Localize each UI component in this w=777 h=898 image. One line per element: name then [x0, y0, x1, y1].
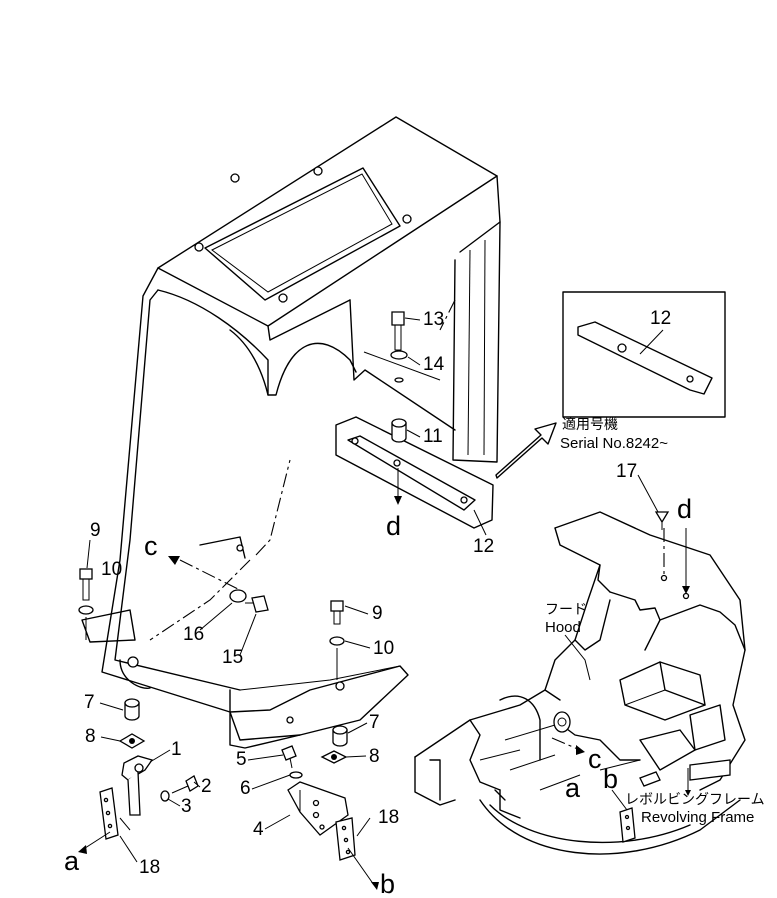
- ref-c-right: c: [588, 744, 602, 774]
- part-number-14: 14: [423, 354, 445, 375]
- lower-left-parts: [78, 698, 199, 854]
- serial-label-jp: 適用号機: [562, 416, 618, 433]
- part-numbers: 1 2 3 4 5 6 7 7 8 8 9 9 10 10 11 12 12 1…: [84, 308, 671, 878]
- part-number-12-inset: 12: [650, 308, 671, 329]
- hood-label-jp: フード: [545, 602, 587, 618]
- reference-letters: a a b b c c d d: [64, 494, 692, 898]
- canopy-frame: [81, 116, 501, 749]
- part-number-7-left: 7: [84, 692, 95, 713]
- hood-label: Hood: [545, 619, 581, 636]
- part-number-1: 1: [171, 739, 182, 760]
- revolving-frame: [414, 511, 746, 855]
- ref-d-right: d: [677, 494, 692, 524]
- part-number-2: 2: [201, 776, 212, 797]
- center-fasteners: [329, 600, 345, 680]
- part-number-10-left: 10: [101, 559, 122, 580]
- serial-label: Serial No.8242~: [560, 435, 668, 452]
- serial-inset-box: [562, 291, 726, 418]
- ref-c-left: c: [144, 531, 158, 561]
- ref-b-right: b: [603, 764, 618, 794]
- part-number-3: 3: [181, 796, 192, 817]
- serial-arrow: [495, 422, 557, 479]
- part-number-7-right: 7: [369, 712, 380, 733]
- part-number-9-left: 9: [90, 520, 101, 541]
- part-number-13: 13: [423, 309, 444, 330]
- plate-12-assembly: [335, 311, 494, 536]
- ref-a-right: a: [565, 773, 581, 803]
- revolving-frame-label: Revolving Frame: [641, 809, 754, 826]
- part-number-16: 16: [183, 624, 204, 645]
- part-number-15: 15: [222, 647, 243, 668]
- left-fasteners: [78, 556, 269, 640]
- part-number-18-right: 18: [378, 807, 399, 828]
- part-number-18-left: 18: [139, 857, 160, 878]
- part-number-11: 11: [423, 426, 443, 447]
- ref-d-left: d: [386, 511, 401, 541]
- lower-center-parts: [281, 725, 379, 890]
- part-number-9-right: 9: [372, 603, 383, 624]
- text-labels: 適用号機 Serial No.8242~ フード Hood レボルビングフレーム…: [545, 416, 765, 826]
- part-number-4: 4: [253, 819, 264, 840]
- ref-b-left: b: [380, 869, 395, 898]
- leader-lines: [86, 317, 659, 863]
- part-number-17: 17: [616, 461, 637, 482]
- revolving-frame-label-jp: レボルビングフレーム: [625, 792, 765, 808]
- part-number-8-right: 8: [369, 746, 380, 767]
- ref-a-left: a: [64, 846, 80, 876]
- part-number-12: 12: [473, 536, 494, 557]
- part-number-10-right: 10: [373, 638, 394, 659]
- part-number-8-left: 8: [85, 726, 96, 747]
- part-number-5: 5: [236, 749, 247, 770]
- part-number-6: 6: [240, 778, 251, 799]
